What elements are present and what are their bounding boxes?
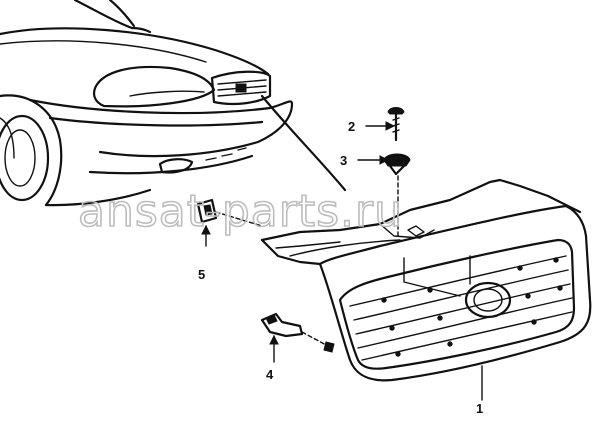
grille-bar-5 bbox=[361, 311, 573, 361]
callout-3: 3 bbox=[340, 153, 347, 168]
watermark-text: ansat-parts.ru bbox=[78, 186, 403, 237]
car-front-illustration bbox=[0, 0, 294, 207]
clip-nut-barb bbox=[388, 164, 406, 176]
bumper-rub-strip bbox=[48, 116, 264, 127]
grille-bar-2 bbox=[353, 269, 569, 321]
lower-vents bbox=[205, 147, 247, 161]
car-grille-opening bbox=[210, 70, 272, 106]
fog-light bbox=[158, 158, 194, 174]
windshield-edge bbox=[73, 0, 134, 30]
screw-part bbox=[365, 107, 405, 142]
assembly-line-4 bbox=[301, 331, 329, 347]
rocker-edge bbox=[44, 188, 152, 207]
grille-inner-edge bbox=[289, 239, 401, 257]
wheel-spoke-shade bbox=[0, 117, 15, 159]
grille-bar-4 bbox=[357, 297, 573, 349]
wheel-arch bbox=[0, 94, 63, 207]
retainer-clip-body bbox=[196, 198, 218, 224]
grille-studs bbox=[381, 257, 563, 357]
retainer-clip-part bbox=[196, 198, 263, 247]
screw-leader-arrow bbox=[385, 121, 396, 131]
bracket-mount-point bbox=[323, 341, 335, 353]
a-pillar-edge bbox=[108, 0, 136, 28]
screw-head bbox=[387, 107, 405, 115]
car-to-grille-leader bbox=[260, 94, 347, 192]
grille-inner-frame bbox=[338, 238, 576, 370]
car-grille-emblem bbox=[235, 83, 247, 93]
grille-emblem-inner bbox=[473, 288, 503, 312]
clip-nut-part bbox=[357, 153, 411, 237]
headlight bbox=[93, 65, 216, 108]
callout-5: 5 bbox=[198, 267, 205, 282]
grille-bar-3 bbox=[355, 283, 571, 335]
clip-nut-leader-arrow bbox=[379, 155, 390, 165]
assembly-line-5 bbox=[215, 211, 263, 227]
bracket-clip-body bbox=[260, 312, 304, 338]
emblem-mount-lines bbox=[403, 257, 461, 297]
clip-nut-body bbox=[383, 153, 411, 167]
hood-crease bbox=[0, 40, 207, 63]
grille-top-flange bbox=[260, 178, 582, 242]
retainer-clip-leader-arrow bbox=[201, 224, 211, 235]
grille-outer-frame bbox=[318, 204, 592, 382]
retainer-clip-hole bbox=[203, 204, 213, 216]
bracket-clip-leader-arrow bbox=[269, 334, 279, 345]
grille-center-slot bbox=[407, 225, 425, 237]
hood-edge bbox=[0, 27, 270, 76]
bumper-top bbox=[28, 98, 294, 158]
bracket-clip-tab bbox=[265, 314, 278, 325]
callout-4: 4 bbox=[266, 367, 274, 382]
grille-part bbox=[260, 178, 592, 382]
wiper-edge bbox=[130, 26, 152, 34]
callout-1: 1 bbox=[476, 401, 483, 416]
wheel-rim bbox=[4, 129, 36, 187]
grille-bar-1 bbox=[349, 255, 567, 307]
bumper-lower-edge bbox=[88, 154, 254, 175]
grille-emblem bbox=[464, 281, 512, 319]
bracket-clip-part bbox=[260, 312, 335, 363]
headlight-inner-line bbox=[129, 90, 205, 97]
grille-flange-edge bbox=[275, 241, 341, 249]
callout-2: 2 bbox=[348, 119, 355, 134]
tire bbox=[0, 114, 50, 202]
grille-left-tab bbox=[260, 238, 322, 266]
